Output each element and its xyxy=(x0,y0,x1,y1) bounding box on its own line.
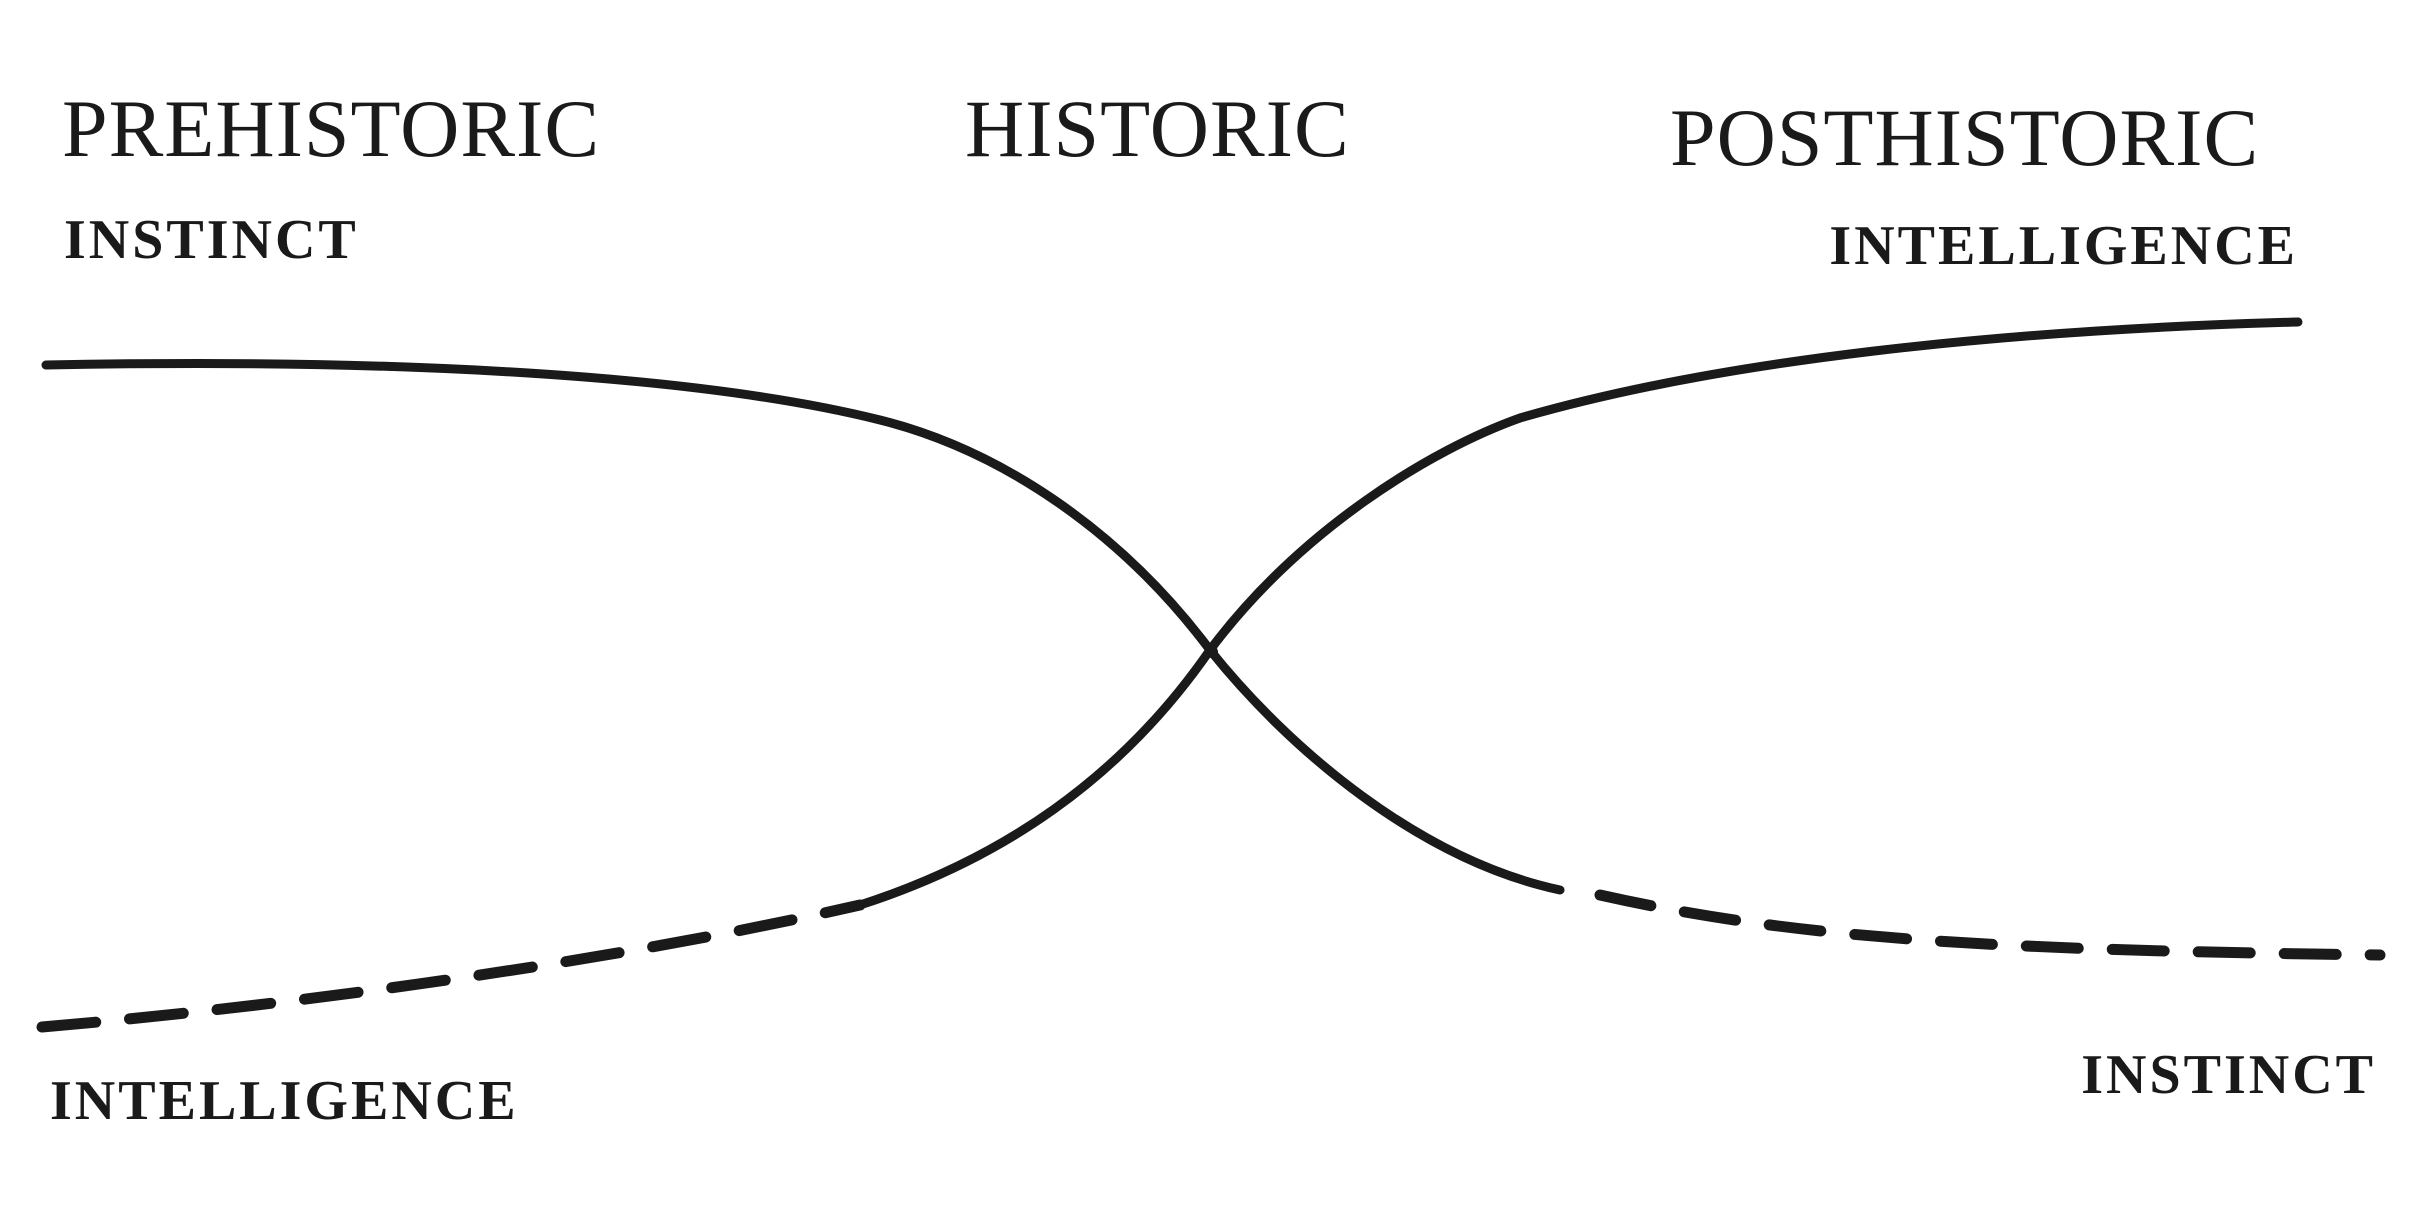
era-posthistoric-label: POSTHISTORIC xyxy=(1670,92,2260,183)
era-historic-label: HISTORIC xyxy=(965,83,1350,174)
instinct-curve-dashed xyxy=(1594,889,2386,961)
crossing-point xyxy=(1206,646,1218,658)
intelligence-curve-dashed xyxy=(36,899,866,1033)
trait-top-left-label: INSTINCT xyxy=(64,209,359,271)
trait-bottom-right-label: INSTINCT xyxy=(2081,1044,2376,1106)
trait-bottom-left-label: INTELLIGENCE xyxy=(50,1070,519,1132)
intelligence-curve-solid xyxy=(855,317,2303,910)
era-prehistoric-label: PREHISTORIC xyxy=(62,83,601,174)
trait-top-right-label: INTELLIGENCE xyxy=(1829,215,2298,277)
instinct-curve-solid xyxy=(41,358,1565,895)
